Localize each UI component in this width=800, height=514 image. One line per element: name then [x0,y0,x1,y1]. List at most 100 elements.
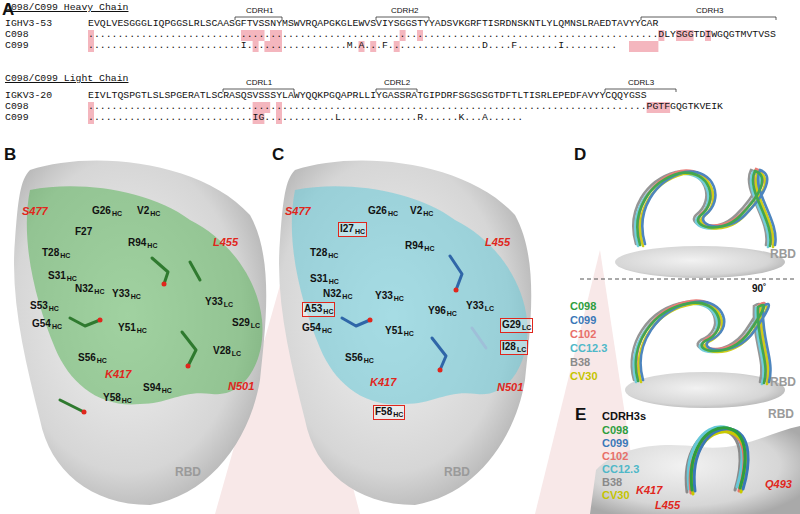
antibody-label: C102 [602,450,628,462]
antibody-label: CC12.3 [602,463,639,475]
sequence-text: ........................................… [88,102,723,113]
label-text: Y96 [428,305,446,316]
chain-subscript: HC [150,210,160,217]
residue-label: G26HC [368,205,398,218]
label-text: ........................................… [88,29,776,40]
label-text: V28 [213,345,231,356]
cdr-label: CDRL1 [246,79,272,88]
label-text: CDRH2 [391,6,419,15]
label-text: V2 [410,205,422,216]
chain-subscript: LC [224,301,233,308]
label-text: L455 [655,499,680,511]
residue-label: V2HC [137,205,160,218]
label-text: S53 [30,300,48,311]
label-text: C098 [570,300,596,312]
chain-subscript: HC [67,275,77,282]
chain-subscript: HC [329,278,339,285]
label-text: B [4,145,16,164]
panel-letter: C [272,146,284,165]
label-text: G54 [302,322,321,333]
label-text: IGHV3-53 [5,18,52,29]
antibody-label: CC12.3 [570,342,607,354]
background-triangle [535,250,640,514]
label-text: F27 [75,226,92,237]
rbd-surface-c [279,160,531,505]
chain-subscript: LC [251,322,260,329]
residue-label: T28HC [310,247,338,260]
sequence-text: ............................IG..........… [88,113,523,124]
label-text: CC12.3 [602,463,639,475]
label-text: Y33 [466,300,484,311]
residue-label: G26HC [92,205,122,218]
chain-subscript: HC [342,293,352,300]
residue-label: Y33LC [466,300,494,313]
label-text: C099 [5,40,29,51]
chain-subscript: HC [147,242,157,249]
chain-subscript: HC [137,327,147,334]
chain-subscript: HC [364,357,374,364]
residue-label: 90˚ [752,283,766,294]
label-text: B38 [570,356,590,368]
label-text: E [575,405,586,424]
label-text: CDRH3 [696,6,724,15]
label-text: S477 [22,205,48,217]
label-text: S477 [285,205,311,217]
label-text: RBD [444,465,470,479]
residue-label: S31HC [310,273,339,286]
label-text: C098 [5,101,29,112]
residue-label: Y33LC [205,296,233,309]
label-text: D [574,145,586,164]
residue-label: S29LC [232,317,260,330]
chain-subscript: HC [447,310,457,317]
chain-subscript: HC [355,228,365,235]
residue-sticks-c [342,256,486,370]
sequence-text: EVQLVESGGGLIQPGGSLRLSCAASGFTVSSNYMSWVRQA… [88,19,658,30]
label-text: T28 [310,247,327,258]
boxed-residue-label: G29LC [500,318,533,333]
rbd-label: RBD [770,248,796,261]
label-text: S29 [232,317,250,328]
panel-letter: B [4,146,16,165]
label-text: IGKV3-20 [5,90,52,101]
label-text: Y58 [103,392,121,403]
label-text: RBD [770,247,796,261]
sequence-text: EIVLTQSPGTLSLSPGERATLSCRASQSVSSSYLAWYQQK… [88,91,647,102]
residue-label: Y33HC [112,288,141,301]
residue-label: N32HC [323,288,352,301]
antibody-label: C102 [570,328,596,340]
chain-subscript: HC [162,387,172,394]
antibody-label: CV30 [602,489,630,501]
label-text: Y51 [385,325,403,336]
label-text: G29 [502,319,521,330]
chain-subscript: HC [131,293,141,300]
rbd-residue-label: K417 [370,376,396,388]
label-text: Y33 [205,296,223,307]
rbd-residue-label: S477 [285,205,311,217]
sequence-name: IGKV3-20 [5,91,52,102]
residue-label: Y58HC [103,392,132,405]
label-text: C099 [5,112,29,123]
antibody-label: C098 [570,300,596,312]
label-text: B38 [602,476,622,488]
cdrh3-overlay-e [590,426,800,514]
chain-subscript: HC [94,288,104,295]
label-text: C099 [570,314,596,326]
label-text: CDRL2 [384,78,410,87]
antibody-label: CDRH3s [602,410,646,422]
label-text: ..........................I.............… [88,40,617,51]
rbd-residue-label: L455 [655,499,680,511]
antibody-label: C098 [602,424,628,436]
residue-label: Y51HC [385,325,414,338]
residue-label: N32HC [75,283,104,296]
label-text: EVQLVESGGGLIQPGGSLRLSCAASGFTVSSNYMSWVRQA… [88,18,658,29]
sequence-name: C098 [5,102,29,113]
chain-subscript: HC [112,210,122,217]
boxed-residue-label: F58HC [373,405,405,420]
chain-subscript: HC [322,327,332,334]
rbd-residue-label: K417 [105,368,131,380]
chain-subscript: LC [517,346,526,353]
antibody-label: C099 [602,437,628,449]
residue-label: R94HC [405,240,434,253]
label-text: N501 [497,381,523,393]
chain-subscript: HC [423,210,433,217]
